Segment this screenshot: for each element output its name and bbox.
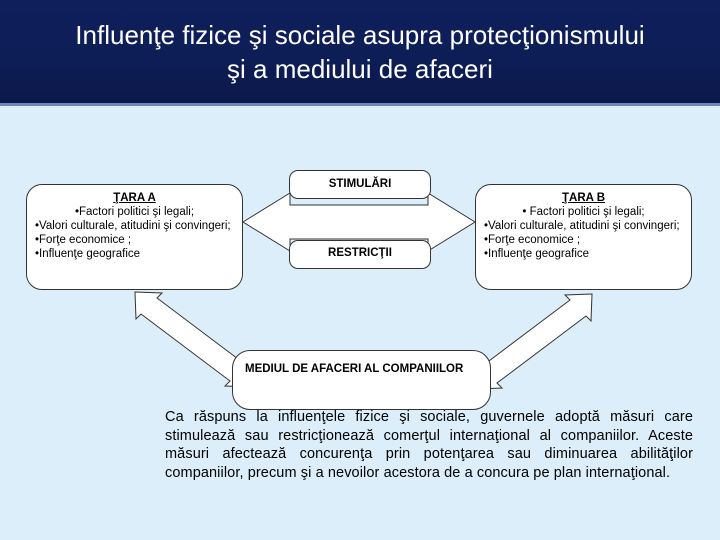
country-a-item: •Forţe economice ;	[35, 234, 132, 246]
country-b-item: •Valori culturale, atitudini şi convinge…	[484, 220, 680, 232]
double-arrow-right-diagonal	[474, 293, 593, 390]
slide-header: Influenţe fizice şi sociale asupra prote…	[0, 0, 720, 103]
stimulari-box: STIMULĂRI	[289, 170, 431, 199]
business-environment-box: MEDIUL DE AFACERI AL COMPANIILOR	[232, 350, 491, 410]
country-b-item: • Factori politici şi legali;	[522, 206, 645, 218]
restrictii-box: RESTRICŢII	[289, 240, 431, 269]
country-a-item: •Factori politici şi legali;	[74, 206, 195, 218]
country-a-box: ŢARA A •Factori politici şi legali; •Val…	[26, 184, 243, 290]
business-environment-label: MEDIUL DE AFACERI AL COMPANIILOR	[245, 363, 464, 375]
country-a-name: ŢARA A	[113, 192, 156, 204]
explanation-paragraph: Ca răspuns la influenţele fizice şi soci…	[165, 409, 693, 481]
country-b-name: ŢARA B	[561, 192, 605, 204]
stimulari-label: STIMULĂRI	[328, 178, 392, 190]
country-b-box: ŢARA B • Factori politici şi legali; •Va…	[475, 184, 692, 290]
country-a-item: •Influenţe geografice	[35, 248, 141, 260]
slide-title: Influenţe fizice şi sociale asupra prote…	[75, 20, 645, 84]
country-a-item: •Valori culturale, atitudini şi convinge…	[35, 220, 231, 232]
country-b-item: •Forţe economice ;	[484, 234, 581, 246]
header-divider	[0, 103, 720, 106]
country-b-item: •Influenţe geografice	[484, 248, 590, 260]
restrictii-label: RESTRICŢII	[328, 247, 392, 259]
